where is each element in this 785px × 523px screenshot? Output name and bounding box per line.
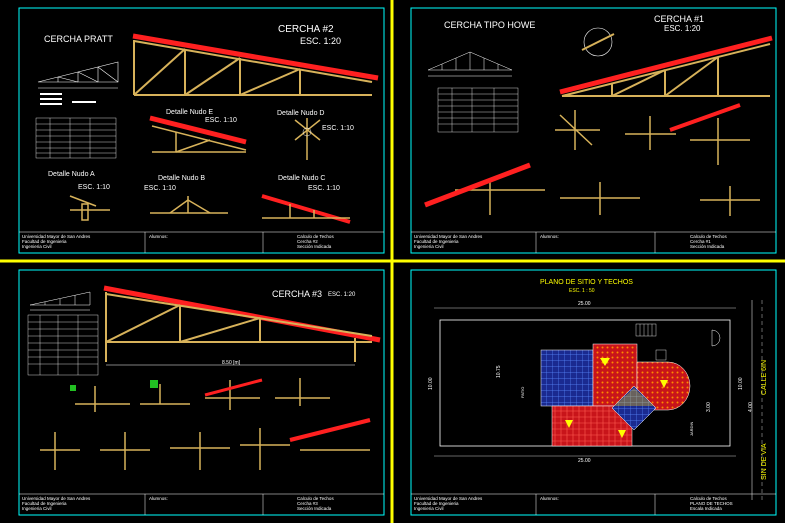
label-patio: PATIO (520, 387, 525, 398)
street-2: SIN DE VIA (761, 443, 768, 480)
node-d-title: Detalle Nudo D (277, 110, 324, 117)
sheet-1-drawing-title: Calculo de Techos (297, 234, 334, 239)
sheet-2-career: Ingenieria Civil (414, 244, 444, 249)
sheet-2: CERCHA TIPO HOWE CERCHA #1 ESC. 1:20 (410, 7, 777, 254)
truss-1-scale: ESC. 1:20 (664, 24, 701, 33)
site-plan-scale: ESC. 1 : 50 (569, 288, 595, 294)
howe-title: CERCHA TIPO HOWE (444, 20, 535, 30)
node-c-detail (261, 194, 351, 224)
sheet-4-drawing-sub2: Escala Indicada (690, 506, 722, 511)
node-b-title: Detalle Nudo B (158, 175, 205, 182)
label-garden: JARDIN (689, 421, 694, 436)
sheet-3-university: Universidad Mayor de San Andres (22, 496, 91, 501)
dim-side: 4.00 (748, 402, 754, 412)
node-a-detail (69, 195, 110, 221)
sheet-4-career: Ingenieria Civil (414, 506, 444, 511)
pratt-notes (40, 93, 96, 105)
node-e-detail (149, 115, 247, 153)
sheet-4-students: Alumnos: (540, 496, 559, 501)
sheet-3-border (18, 269, 385, 516)
dim-right: 10.00 (738, 377, 744, 390)
sheet-3-drawing-sub1: Cercha #3 (297, 501, 318, 506)
truss-3-node-details (40, 378, 371, 470)
sheet-3-career: Ingenieria Civil (22, 506, 52, 511)
sheet-4-drawing-sub1: PLANO DE TECHOS (690, 501, 733, 506)
node-a-scale: ESC. 1:10 (78, 184, 110, 191)
pratt-diagram (37, 61, 119, 89)
sheet-3-drawing-title: Calculo de Techos (297, 496, 334, 501)
sheet-2-drawing-sub2: Sección Indicada (690, 244, 725, 249)
node-e-title: Detalle Nudo E (166, 109, 213, 116)
sheet-2-students: Alumnos: (540, 234, 559, 239)
truss-3-section-table (27, 314, 99, 376)
truss-3 (103, 285, 381, 366)
sheet-1-drawing-sub2: Sección Indicada (297, 244, 332, 249)
sheet-2-university: Universidad Mayor de San Andres (414, 234, 483, 239)
dim-inner1: 3.00 (706, 402, 712, 412)
node-c-title: Detalle Nudo C (278, 175, 325, 182)
sheet-1-career: Ingenieria Civil (22, 244, 52, 249)
sheet-2-title-block (411, 231, 776, 253)
roof-blue (540, 349, 594, 407)
roof-red (551, 405, 633, 447)
truss-3-title: CERCHA #3 (272, 289, 322, 299)
truss-2-title: CERCHA #2 (278, 24, 334, 35)
sheet-1-university: Universidad Mayor de San Andres (22, 234, 91, 239)
sheet-1-drawing-sub1: Cercha #2 (297, 239, 318, 244)
sheet-3-students: Alumnos: (149, 496, 168, 501)
sheet-2-drawing-title: Calculo de Techos (690, 234, 727, 239)
node-b-scale: ESC. 1:10 (144, 185, 176, 192)
sheet-1-border (18, 7, 385, 254)
street-1: CALLE 6IN (761, 360, 768, 395)
howe-diagram (427, 51, 513, 77)
sheet-1-faculty: Facultad de Ingenieria (22, 239, 67, 244)
sheet-3-faculty: Facultad de Ingenieria (22, 501, 67, 506)
node-c-scale: ESC. 1:10 (308, 185, 340, 192)
pratt-title: CERCHA PRATT (44, 34, 113, 44)
node-d-detail (294, 118, 321, 160)
node-b-detail (150, 196, 228, 214)
sheet-2-border (410, 7, 777, 254)
site-plan-title: PLANO DE SITIO Y TECHOS (540, 279, 633, 286)
truss-1-title: CERCHA #1 (654, 14, 704, 24)
dim-left: 10.00 (428, 377, 434, 390)
sheet-4-border (410, 269, 777, 516)
sheet-4-title-block (411, 493, 776, 515)
node-a-title: Detalle Nudo A (48, 171, 95, 178)
sheet-4-faculty: Facultad de Ingenieria (414, 501, 459, 506)
sheet-3: CERCHA #3 ESC. 1:20 8.50 [m] U (18, 269, 385, 516)
node-d-scale: ESC. 1:10 (322, 125, 354, 132)
sheet-2-drawing-sub1: Cercha #1 (690, 239, 711, 244)
sheet-4-university: Universidad Mayor de San Andres (414, 496, 483, 501)
truss-3-scale: ESC. 1:20 (328, 292, 356, 298)
sheet-4: PLANO DE SITIO Y TECHOS ESC. 1 : 50 25.0… (410, 269, 777, 516)
dim-inner2: 10.75 (496, 365, 502, 378)
truss-3-small-diagram (29, 291, 91, 311)
node-e-scale: ESC. 1:10 (205, 117, 237, 124)
sheet-3-drawing-sub2: Sección Indicada (297, 506, 332, 511)
sheet-1: CERCHA PRATT (18, 7, 385, 254)
roof-rafter (132, 33, 379, 81)
stairs (635, 323, 667, 361)
pratt-section-table (35, 117, 117, 159)
howe-section-table (437, 87, 519, 133)
entrance-doors (711, 329, 721, 347)
truss-1 (559, 27, 773, 97)
sheet-2-faculty: Facultad de Ingenieria (414, 239, 459, 244)
truss-3-span: 8.50 [m] (222, 360, 241, 366)
roof-markers (565, 358, 668, 438)
truss-2-scale: ESC. 1:20 (300, 36, 341, 46)
howe-node-details (424, 103, 760, 216)
dim-top: 25.00 (578, 301, 591, 307)
truss-2 (132, 33, 379, 96)
roof-diamond (611, 385, 657, 431)
dim-bottom: 25.00 (578, 458, 591, 464)
sheet-1-title-block (19, 231, 384, 253)
sheet-1-students: Alumnos: (149, 234, 168, 239)
sheet-4-drawing-title: Calculo de Techos (690, 496, 727, 501)
sheet-3-title-block (19, 493, 384, 515)
